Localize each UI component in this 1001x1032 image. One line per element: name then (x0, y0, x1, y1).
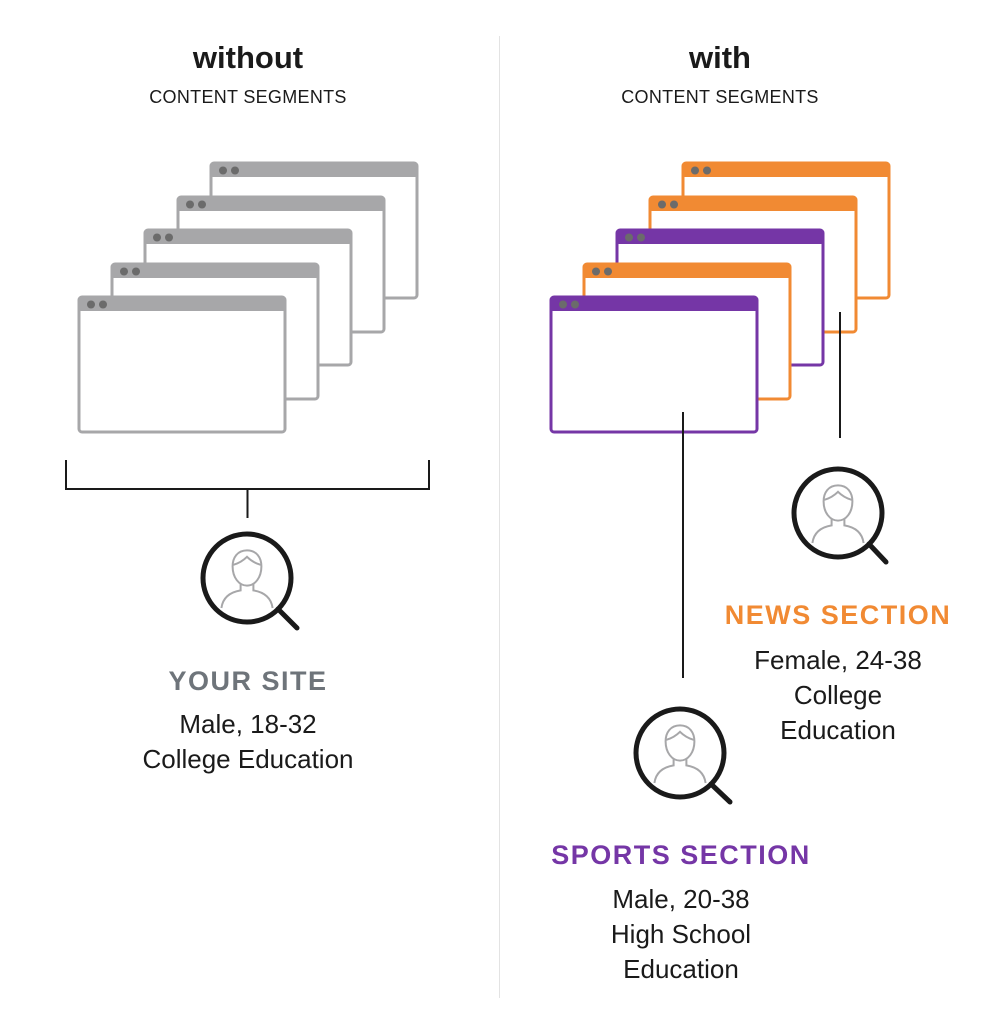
browser-window-stack-right (549, 161, 891, 434)
browser-window-stack-left (77, 161, 419, 434)
user-search-icon (791, 466, 889, 565)
left-heading: without (192, 40, 304, 75)
news-line-3: Education (780, 715, 896, 745)
news-line-2: College (793, 680, 883, 710)
bracket (65, 460, 430, 490)
sports-section-label: SPORTS SECTION (551, 840, 811, 870)
center-divider (499, 36, 500, 998)
your-site-line-1: Male, 18-32 (179, 709, 317, 739)
right-subheading: CONTENT SEGMENTS (621, 87, 819, 107)
browser-window-icon (549, 295, 759, 434)
left-subheading: CONTENT SEGMENTS (149, 87, 347, 107)
news-section-label: NEWS SECTION (724, 600, 952, 630)
browser-window-icon (77, 295, 287, 434)
user-search-icon (633, 706, 733, 805)
sports-line-2: High School (610, 919, 752, 949)
right-heading: with (689, 40, 751, 75)
sports-line-3: Education (623, 954, 739, 984)
sports-line-1: Male, 20-38 (612, 884, 750, 914)
your-site-line-2: College Education (142, 744, 354, 774)
your-site-label: YOUR SITE (168, 666, 328, 696)
user-search-icon (200, 531, 300, 631)
news-line-1: Female, 24-38 (754, 645, 922, 675)
